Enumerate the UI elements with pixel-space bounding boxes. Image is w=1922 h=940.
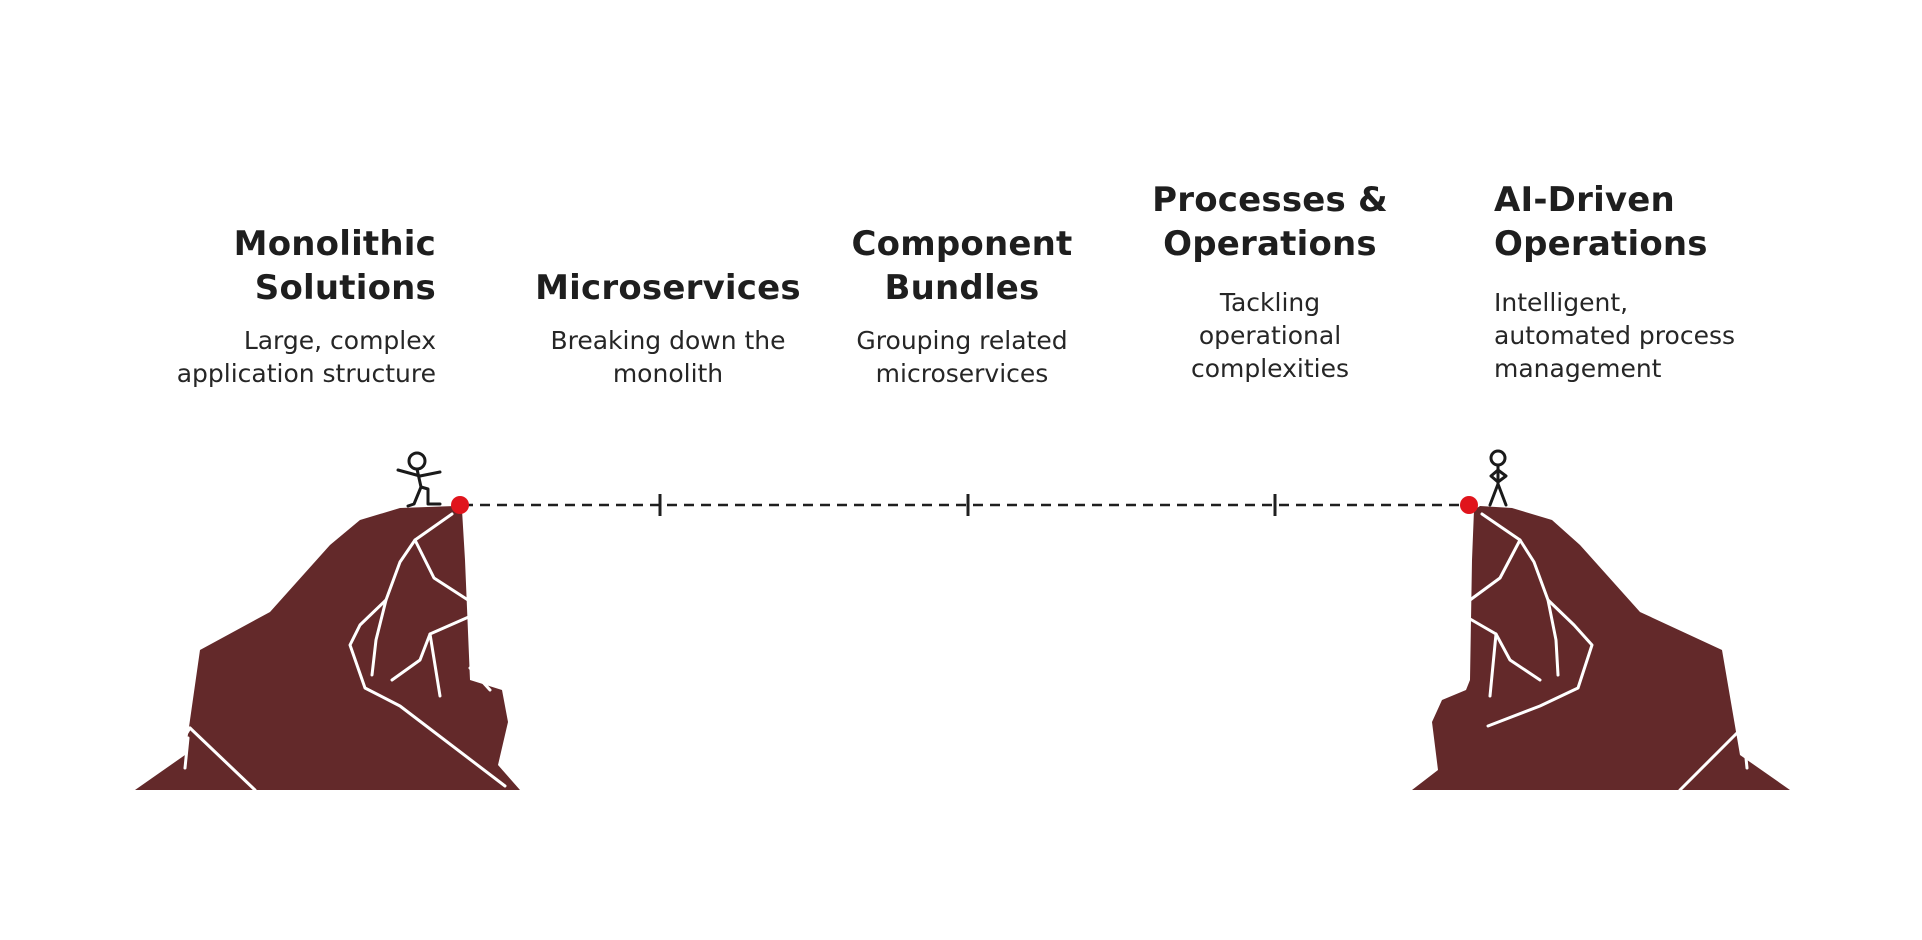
stage-desc-line: Large, complex bbox=[243, 326, 436, 355]
right-endpoint-dot bbox=[1460, 496, 1478, 514]
right-cliff-crack bbox=[1444, 666, 1468, 692]
standing-person-icon bbox=[1488, 449, 1508, 507]
stage-desc-line: Intelligent, bbox=[1494, 288, 1629, 317]
right-cliff-crack bbox=[1494, 632, 1542, 682]
stage-title-line: Bundles bbox=[884, 268, 1040, 308]
stage-monolithic-solutions: Monolithic Solutions Large, complex appl… bbox=[130, 222, 436, 390]
stage-desc-line: monolith bbox=[612, 359, 724, 388]
bridge-line bbox=[463, 494, 1472, 516]
stage-description: Large, complex application structure bbox=[130, 324, 436, 390]
stage-title-line: Monolithic bbox=[233, 224, 436, 264]
stage-title: Microservices bbox=[528, 266, 808, 310]
left-cliff-crack bbox=[468, 666, 492, 692]
left-endpoint-dot bbox=[451, 496, 469, 514]
right-cliff-icon bbox=[1412, 506, 1800, 792]
right-cliff-crack bbox=[1742, 736, 1749, 770]
left-cliff-crack bbox=[168, 726, 192, 762]
stage-description: Intelligent, automated process managemen… bbox=[1494, 286, 1784, 385]
left-cliff-icon bbox=[135, 506, 520, 792]
left-cliff-crack bbox=[188, 726, 257, 792]
stage-desc-line: microservices bbox=[875, 359, 1049, 388]
stage-title-line: Component bbox=[851, 224, 1073, 264]
left-cliff-crack bbox=[183, 736, 190, 770]
right-cliff-crack bbox=[1678, 726, 1744, 792]
stage-desc-line: Tackling bbox=[1219, 288, 1321, 317]
stage-title-line: AI-Driven bbox=[1494, 180, 1675, 220]
right-cliff-crack bbox=[1456, 538, 1522, 698]
right-cliff-crack bbox=[1546, 598, 1560, 677]
stage-ai-driven-operations: AI-Driven Operations Intelligent, automa… bbox=[1494, 178, 1784, 385]
stage-title: Processes & Operations bbox=[1135, 178, 1405, 266]
stage-title-line: Operations bbox=[1163, 224, 1377, 264]
stage-title: AI-Driven Operations bbox=[1494, 178, 1784, 266]
stage-title-line: Processes & bbox=[1152, 180, 1388, 220]
right-cliff-crack bbox=[1740, 726, 1764, 762]
left-cliff-crack bbox=[413, 538, 482, 698]
stepping-person-icon bbox=[396, 451, 442, 508]
stage-desc-line: automated process bbox=[1494, 321, 1736, 350]
right-cliff-body bbox=[1412, 506, 1800, 790]
stage-microservices: Microservices Breaking down the monolith bbox=[528, 266, 808, 390]
stage-title-line: Operations bbox=[1494, 224, 1708, 264]
stage-desc-line: application structure bbox=[176, 359, 436, 388]
stage-description: Tackling operational complexities bbox=[1135, 286, 1405, 385]
right-cliff-crack bbox=[1480, 512, 1594, 728]
stage-description: Breaking down the monolith bbox=[528, 324, 808, 390]
stage-title: Monolithic Solutions bbox=[130, 222, 436, 310]
stage-title-line: Solutions bbox=[254, 268, 436, 308]
left-cliff-crack bbox=[390, 632, 432, 682]
stage-component-bundles: Component Bundles Grouping related micro… bbox=[824, 222, 1100, 390]
stage-desc-line: complexities bbox=[1190, 354, 1350, 383]
stage-desc-line: operational bbox=[1198, 321, 1342, 350]
left-cliff-crack bbox=[348, 512, 507, 788]
left-cliff-crack bbox=[370, 598, 388, 677]
stage-desc-line: Grouping related bbox=[856, 326, 1068, 355]
left-cliff-body bbox=[135, 506, 520, 790]
stage-desc-line: Breaking down the bbox=[550, 326, 786, 355]
stage-title-line: Microservices bbox=[535, 268, 801, 308]
stage-description: Grouping related microservices bbox=[824, 324, 1100, 390]
stage-processes-operations: Processes & Operations Tackling operatio… bbox=[1135, 178, 1405, 385]
stage-desc-line: management bbox=[1494, 354, 1662, 383]
stage-title: Component Bundles bbox=[824, 222, 1100, 310]
